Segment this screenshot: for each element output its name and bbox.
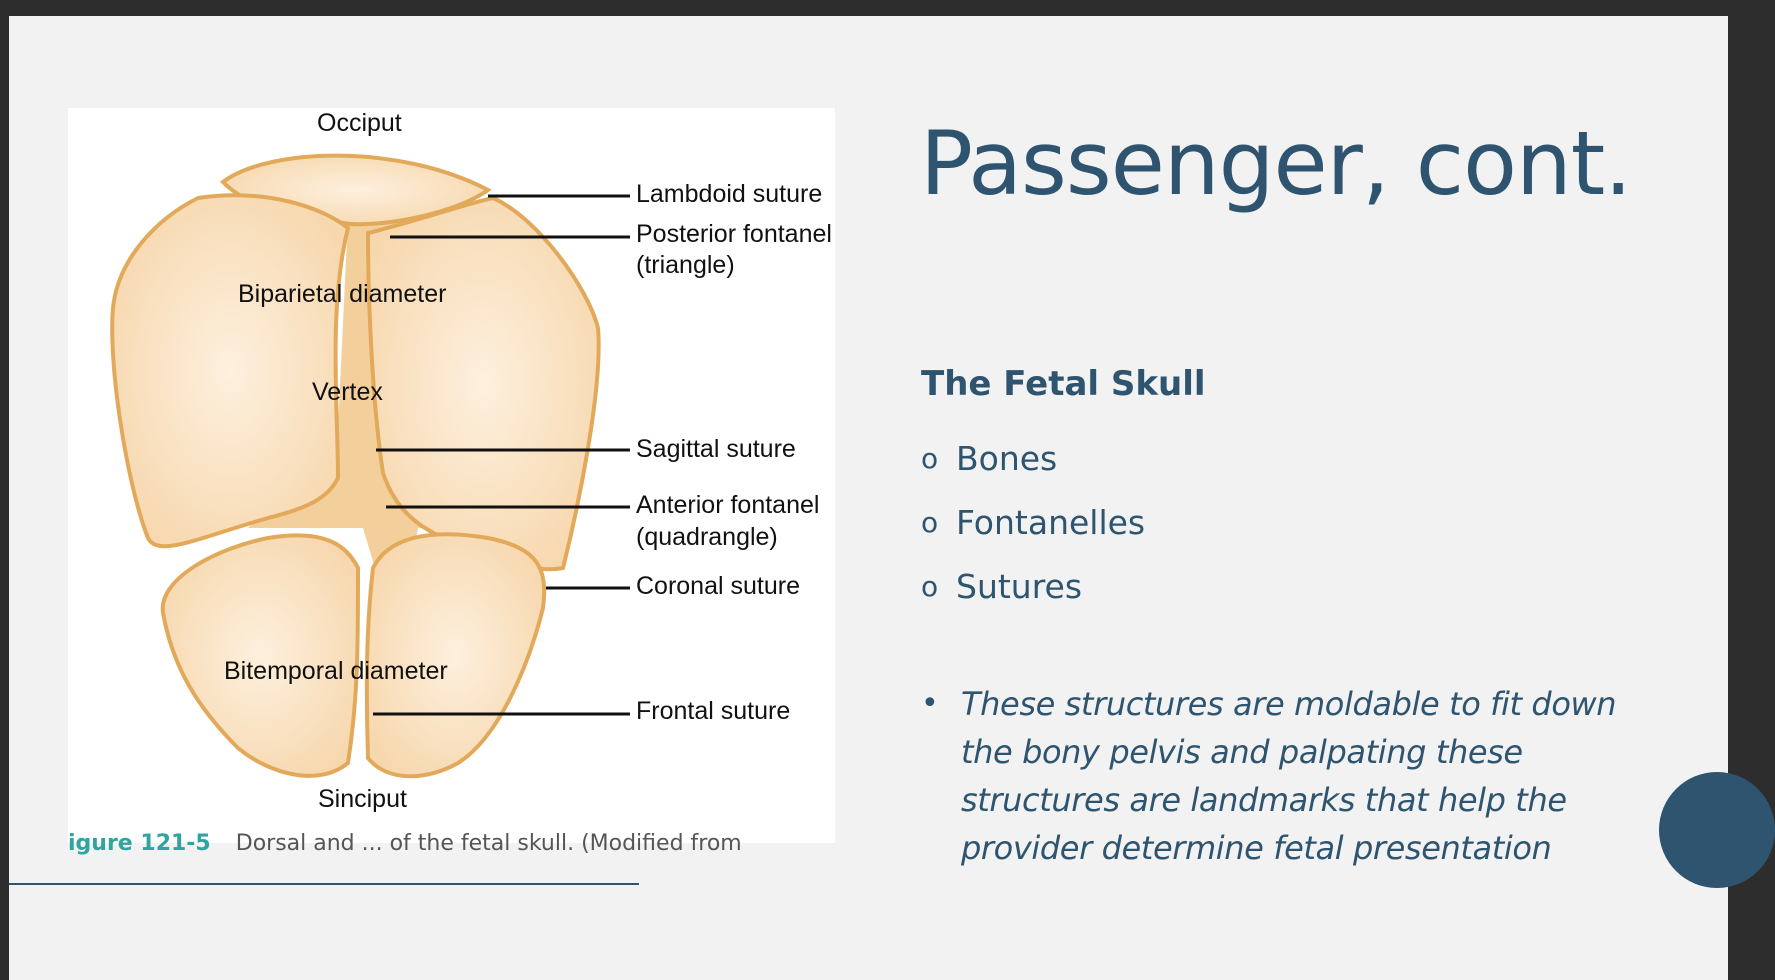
decorative-circle	[1659, 772, 1775, 888]
figure-caption-text: Dorsal and ... of the fetal skull. (Modi…	[235, 831, 742, 856]
note-text: These structures are moldable to fit dow…	[961, 685, 1617, 867]
list-item: o Bones	[921, 426, 1145, 490]
label-posterior-fontanel: Posterior fontanel	[636, 220, 832, 248]
label-biparietal-diameter: Biparietal diameter	[238, 280, 447, 308]
label-sagittal-suture: Sagittal suture	[636, 435, 796, 463]
list-item: o Sutures	[921, 554, 1145, 618]
bullet-mark: o	[921, 505, 939, 539]
label-coronal-suture: Coronal suture	[636, 572, 800, 600]
left-parietal-bone	[110, 193, 351, 549]
label-bitemporal-diameter: Bitemporal diameter	[224, 657, 448, 685]
label-anterior-fontanel-shape: (quadrangle)	[636, 523, 778, 551]
fetal-skull-figure: Occiput Lambdoid suture Posterior fontan…	[68, 108, 835, 856]
label-vertex: Vertex	[312, 378, 383, 406]
bullet-text: Fontanelles	[956, 502, 1146, 542]
slide: Occiput Lambdoid suture Posterior fontan…	[9, 16, 1775, 980]
bullet-list: o Bones o Fontanelles o Sutures	[921, 426, 1145, 618]
left-frontal-bone	[160, 533, 361, 778]
fetal-skull-diagram	[110, 153, 630, 779]
label-anterior-fontanel: Anterior fontanel	[636, 491, 820, 519]
label-occiput: Occiput	[317, 109, 402, 137]
bullet-mark: o	[921, 441, 939, 475]
figure-caption: igure 121-5 Dorsal and ... of the fetal …	[68, 831, 742, 856]
right-parietal-bone	[365, 195, 601, 572]
label-frontal-suture: Frontal suture	[636, 697, 791, 725]
slide-title: Passenger, cont.	[920, 112, 1632, 215]
label-sinciput: Sinciput	[318, 785, 407, 813]
bullet-text: Bones	[956, 438, 1058, 478]
note-bullet-mark: •	[921, 686, 939, 721]
label-posterior-fontanel-shape: (triangle)	[636, 251, 735, 279]
bullet-mark: o	[921, 569, 939, 603]
right-frontal-bone	[364, 532, 547, 779]
label-lambdoid-suture: Lambdoid suture	[636, 180, 823, 208]
bullet-text: Sutures	[956, 566, 1083, 606]
leader-lines	[373, 194, 630, 716]
list-item: o Fontanelles	[921, 490, 1145, 554]
figure-number: igure 121-5	[68, 831, 211, 856]
note-bullet: • These structures are moldable to fit d…	[921, 680, 1641, 872]
divider-line	[9, 883, 639, 885]
slide-subheading: The Fetal Skull	[921, 364, 1206, 404]
